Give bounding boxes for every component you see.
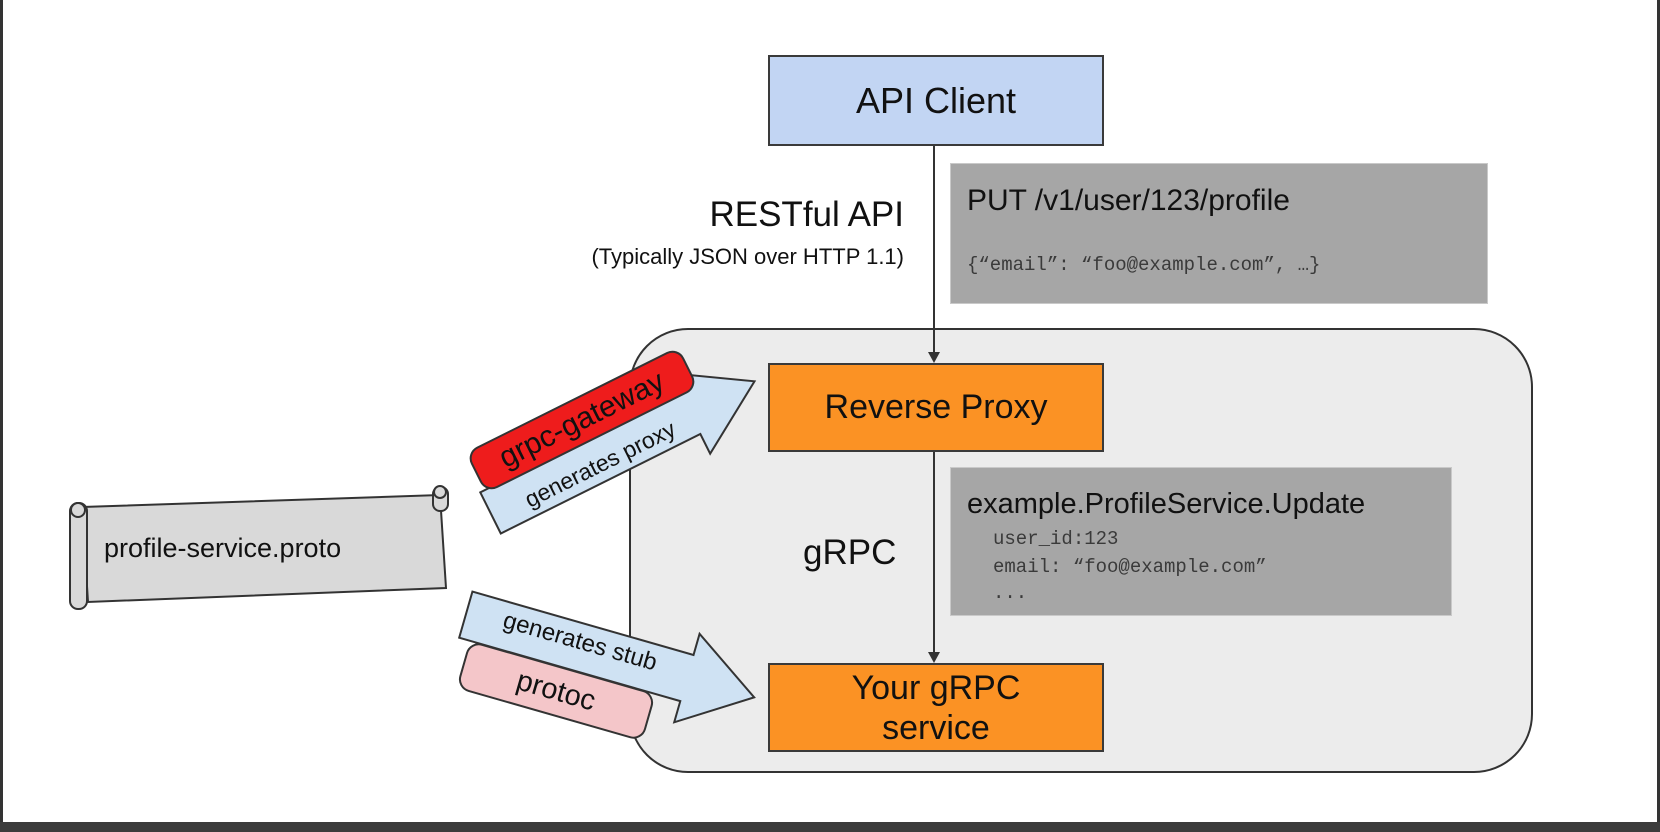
reverse-proxy-label: Reverse Proxy	[824, 388, 1048, 426]
http-request-line: PUT /v1/user/123/profile	[967, 184, 1290, 217]
rest-connector-arrowhead	[928, 352, 940, 363]
grpc-service-box: Your gRPC service	[768, 663, 1104, 752]
restful-api-title: RESTful API	[709, 195, 904, 234]
frame-bottom-bar	[0, 822, 1660, 832]
rpc-call-note: example.ProfileService.Update user_id:12…	[950, 467, 1452, 616]
rpc-field-user-id: user_id:123	[993, 528, 1119, 550]
proto-scroll-shape	[69, 485, 449, 610]
grpc-service-label-line1: Your gRPC	[851, 668, 1021, 707]
api-client-label: API Client	[855, 79, 1017, 121]
rpc-field-ellipsis: ...	[993, 582, 1028, 604]
rpc-method-name: example.ProfileService.Update	[967, 488, 1366, 520]
restful-api-subtitle: (Typically JSON over HTTP 1.1)	[591, 244, 904, 269]
api-client-box: API Client	[768, 55, 1104, 146]
rpc-field-email: email: “foo@example.com”	[993, 556, 1267, 578]
protoc-label-shape	[458, 643, 654, 739]
grpc-edge-label: gRPC	[803, 533, 897, 572]
grpc-gateway-label-shape	[469, 350, 695, 490]
proto-file-label: profile-service.proto	[104, 533, 342, 563]
grpc-service-label-line2: service	[882, 708, 990, 747]
http-request-body: {“email”: “foo@example.com”, …}	[967, 254, 1321, 276]
grpc-connector-arrowhead	[928, 652, 940, 663]
reverse-proxy-box: Reverse Proxy	[768, 363, 1104, 452]
http-request-note: PUT /v1/user/123/profile {“email”: “foo@…	[950, 163, 1488, 304]
